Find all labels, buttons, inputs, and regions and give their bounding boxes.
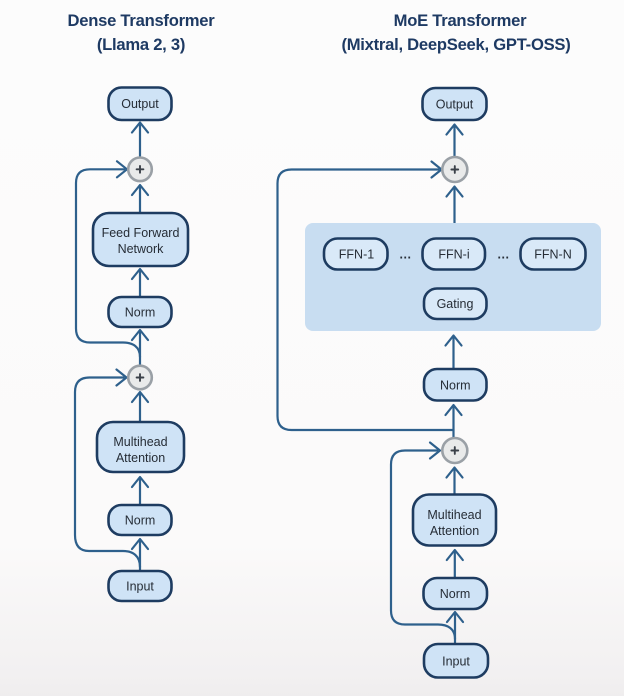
svg-text:FFN-i: FFN-i	[438, 248, 469, 262]
svg-text:(Llama 2, 3): (Llama 2, 3)	[97, 35, 185, 54]
svg-text:Output: Output	[436, 98, 474, 112]
svg-text:FFN-1: FFN-1	[339, 248, 374, 262]
svg-text:...: ...	[400, 248, 412, 262]
svg-text:Gating: Gating	[437, 297, 474, 311]
svg-text:Norm: Norm	[440, 379, 471, 393]
svg-text:FFN-N: FFN-N	[534, 248, 572, 262]
svg-text:Attention: Attention	[116, 451, 165, 465]
svg-text:(Mixtral, DeepSeek, GPT-OSS): (Mixtral, DeepSeek, GPT-OSS)	[341, 35, 570, 54]
svg-text:Dense Transformer: Dense Transformer	[68, 11, 216, 30]
svg-text:Norm: Norm	[440, 587, 471, 601]
svg-text:Multihead: Multihead	[113, 435, 167, 449]
svg-text:Attention: Attention	[430, 524, 479, 538]
svg-text:Norm: Norm	[125, 514, 156, 528]
svg-text:Input: Input	[126, 580, 154, 594]
svg-text:Multihead: Multihead	[427, 508, 481, 522]
svg-text:Norm: Norm	[125, 306, 156, 320]
svg-text:Feed Forward: Feed Forward	[102, 226, 180, 240]
svg-text:Input: Input	[442, 655, 470, 669]
svg-text:Network: Network	[118, 242, 165, 256]
svg-text:Output: Output	[121, 97, 159, 111]
svg-text:MoE Transformer: MoE Transformer	[394, 11, 528, 30]
svg-text:...: ...	[498, 248, 510, 262]
